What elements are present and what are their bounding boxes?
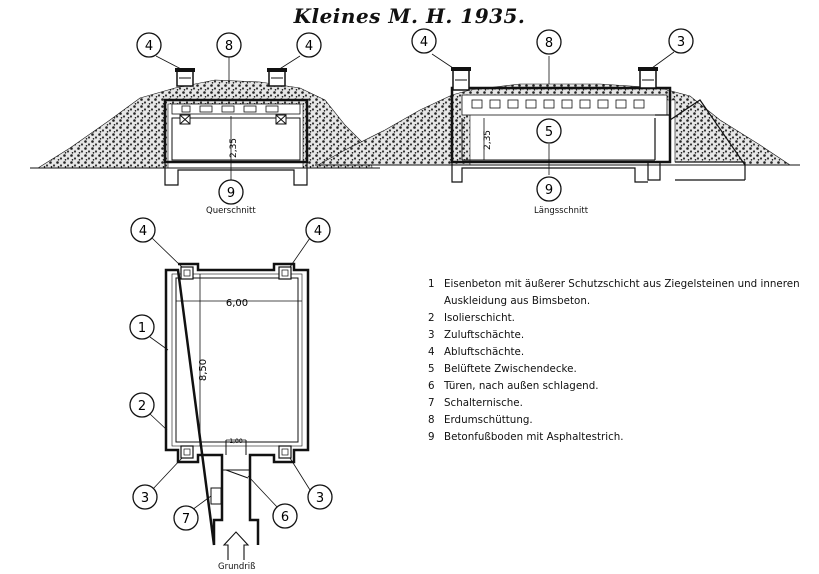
plan-door-dimension: 1,00 <box>229 438 243 445</box>
foundation-footings <box>164 162 308 186</box>
intermediate-ceiling-long <box>461 94 668 116</box>
cross-height-dimension: 2,35 <box>229 138 239 158</box>
plan-shaft-bottom-right <box>278 445 292 459</box>
plan-width-dimension: 6,00 <box>226 298 248 309</box>
plan-shaft-bottom-left <box>180 445 194 459</box>
svg-text:8: 8 <box>545 36 553 51</box>
svg-text:4: 4 <box>314 224 322 239</box>
foundation-footings-long <box>451 162 648 183</box>
svg-text:9: 9 <box>545 183 553 198</box>
intermediate-ceiling <box>171 103 301 115</box>
cross-section-drawing: 2,35 4 8 4 9 <box>30 32 380 205</box>
marker-8-long: 8 <box>536 29 562 55</box>
svg-text:4: 4 <box>305 39 313 54</box>
plan-entry-arrow <box>222 531 250 560</box>
svg-text:5: 5 <box>545 125 553 140</box>
marker-8-cross: 8 <box>216 32 242 58</box>
intake-vent-long <box>638 67 658 89</box>
marker-4-long: 4 <box>411 28 437 54</box>
shelter-wall-outer <box>163 98 309 164</box>
cross-section-caption: Querschnitt <box>206 206 256 216</box>
svg-text:8: 8 <box>225 39 233 54</box>
marker-7-plan: 7 <box>173 505 199 531</box>
svg-text:6: 6 <box>281 510 289 525</box>
plan-inner-wall <box>175 277 299 443</box>
marker-4-plan-left: 4 <box>130 217 156 243</box>
svg-text:4: 4 <box>145 39 153 54</box>
marker-9-long: 9 <box>536 176 562 202</box>
svg-text:7: 7 <box>182 512 190 527</box>
plan-shaft-top-right <box>278 266 292 280</box>
marker-5-long: 5 <box>536 118 562 144</box>
long-height-dimension: 2,35 <box>483 130 493 150</box>
svg-text:3: 3 <box>677 35 685 50</box>
marker-1-plan: 1 <box>129 314 155 340</box>
entrance-passage <box>647 99 746 181</box>
plan-switch-niche <box>210 487 222 505</box>
floor-plan-caption: Grundriß <box>218 562 256 572</box>
svg-text:3: 3 <box>141 491 149 506</box>
long-section-caption: Längsschnitt <box>534 206 589 216</box>
exhaust-vent-left <box>175 68 195 87</box>
marker-3-long: 3 <box>668 28 694 54</box>
floor-plan-drawing: 6,00 8,50 1,00 4 4 <box>129 217 333 560</box>
svg-text:1: 1 <box>138 321 146 336</box>
marker-4-plan-right: 4 <box>305 217 331 243</box>
svg-text:4: 4 <box>420 35 428 50</box>
page-title: Kleines M. H. 1935. <box>293 4 526 28</box>
svg-text:2: 2 <box>138 399 146 414</box>
long-section-drawing: 2,35 4 8 3 5 9 <box>315 28 800 202</box>
marker-9-cross: 9 <box>218 179 244 205</box>
plan-outer-wall <box>164 262 310 546</box>
marker-6-plan: 6 <box>272 503 298 529</box>
svg-text:4: 4 <box>139 224 147 239</box>
exhaust-vent-right <box>267 68 287 87</box>
shelter-wall-inner <box>171 117 301 161</box>
plan-length-dimension: 8,50 <box>198 359 209 381</box>
svg-text:3: 3 <box>316 491 324 506</box>
marker-3-plan-left: 3 <box>132 484 158 510</box>
marker-3-plan-right: 3 <box>307 484 333 510</box>
exhaust-vent-long <box>451 67 471 91</box>
plan-doors <box>221 440 251 479</box>
marker-4-cross-right: 4 <box>296 32 322 58</box>
plan-shaft-top-left <box>180 266 194 280</box>
marker-2-plan: 2 <box>129 392 155 418</box>
earth-fill-mound <box>36 79 373 169</box>
svg-text:9: 9 <box>227 186 235 201</box>
marker-4-cross-left: 4 <box>136 32 162 58</box>
